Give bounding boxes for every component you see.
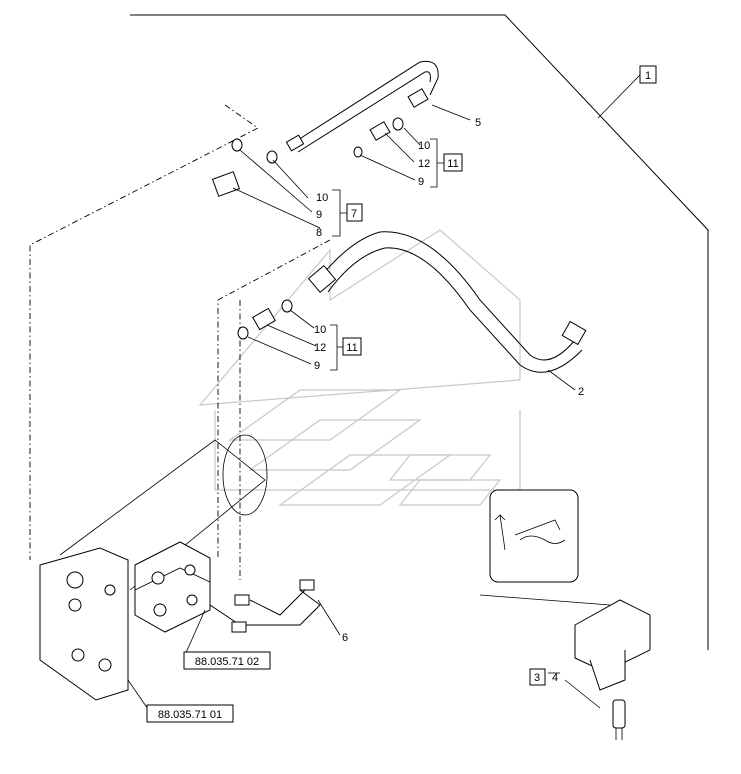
bulb [612,699,626,740]
callout-6: 6 [342,632,348,644]
callouts: 1 5 2 6 10 9 8 7 10 12 9 11 10 12 9 11 3… [314,65,657,686]
callout-1: 1 [645,70,651,82]
ref-upper[interactable]: 88.035.71 02 [195,656,259,668]
rocker-switch [479,594,651,691]
callout-2: 2 [578,386,584,398]
callout-4: 4 [552,672,558,684]
references: 88.035.71 02 88.035.71 01 [146,651,271,723]
ref-box-lower[interactable] [146,704,234,723]
upper-fittings [211,117,404,197]
callout-9-top-right: 9 [418,176,424,188]
hydraulic-hose [307,231,587,373]
mid-fittings [237,299,293,340]
leader-lines [127,74,641,713]
callout-10-top-left: 10 [316,192,328,204]
ref-box-upper[interactable] [183,651,271,670]
callout-10-mid: 10 [314,324,326,336]
callout-9-mid: 9 [314,360,320,372]
watermark-logo [198,229,521,506]
switch-panel [489,489,579,583]
callout-11-top: 11 [447,158,458,170]
callout-12-top: 12 [418,158,430,170]
ref-lower[interactable]: 88.035.71 01 [158,709,222,721]
wiring-harness [209,579,321,633]
callout-10-top-right: 10 [418,140,430,152]
callout-11-mid: 11 [346,342,357,354]
callout-3: 3 [534,672,540,684]
callout-box-7 [346,203,363,222]
valve-block [134,541,211,633]
callout-8: 8 [316,227,322,239]
callout-5: 5 [475,117,481,129]
assembly-frame [29,14,709,650]
upper-tube [285,60,439,153]
group-brackets [330,138,560,674]
callout-box-3 [529,668,546,686]
callout-box-11-mid [342,337,362,356]
callout-box-11-top [443,153,463,172]
callout-9-top-left: 9 [316,209,322,221]
pump-housing [39,434,268,701]
callout-12-mid: 12 [314,342,326,354]
callout-7: 7 [351,208,357,220]
callout-box-1 [639,65,657,84]
